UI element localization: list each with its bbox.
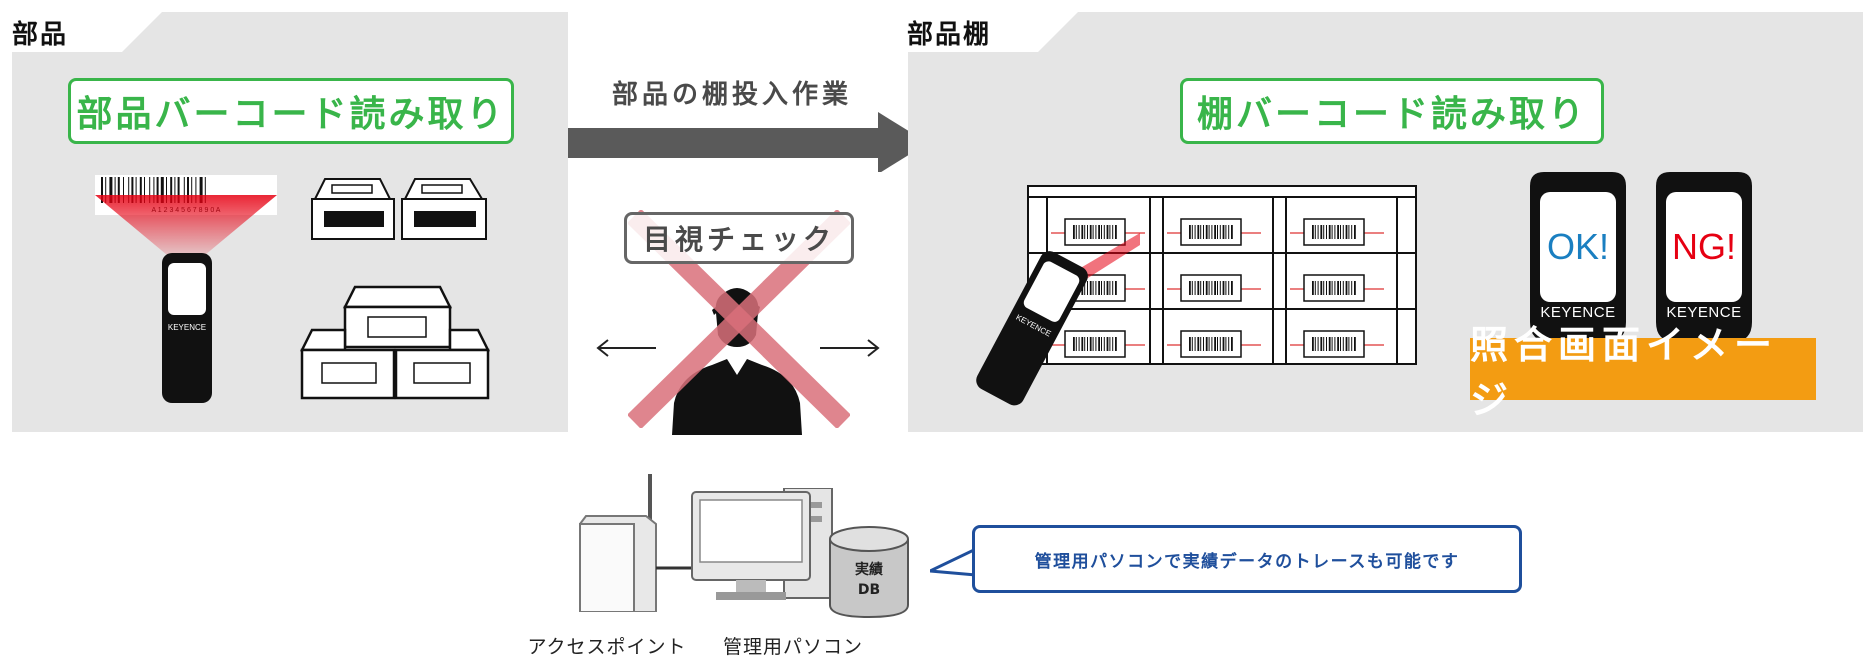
- shelf-barcode-read-label: 棚バーコード読み取り: [1180, 78, 1604, 144]
- ok-device-brand: KEYENCE: [1540, 304, 1616, 321]
- left-panel-title: 部品: [12, 20, 69, 50]
- shelf-icon: [1027, 185, 1417, 365]
- pc-monitor-icon: [691, 488, 833, 600]
- shelf-label: [1167, 330, 1261, 358]
- ng-screen-text: NG!: [1671, 226, 1736, 267]
- ng-device-brand: KEYENCE: [1666, 304, 1742, 321]
- access-point-caption: アクセスポイント: [527, 636, 687, 657]
- pc-caption: 管理用パソコン: [722, 636, 863, 657]
- left-arrow-icon: [596, 339, 656, 357]
- access-point-icon: [579, 474, 657, 612]
- db-label-line1: 実績: [855, 562, 883, 578]
- arrow-caption: 部品の棚投入作業: [612, 80, 853, 110]
- ok-device-icon: [1530, 172, 1626, 342]
- shelf-label: [1290, 218, 1384, 246]
- part-barcode-read-label: 部品バーコード読み取り: [68, 78, 514, 144]
- handheld-scanner-icon: KEYENCE: [162, 253, 212, 403]
- ng-device-icon: [1656, 172, 1752, 342]
- visual-check-label: 目視チェック: [624, 212, 854, 264]
- shelf-label: [1290, 274, 1384, 302]
- check-image-label: 照合画面イメージ: [1470, 323, 1816, 422]
- shelf-label: [1167, 274, 1261, 302]
- bubble-tail: [930, 547, 976, 577]
- db-label-line2: DB: [857, 582, 881, 598]
- db-label: 実績 DB: [828, 560, 910, 600]
- scan-beam: [95, 195, 277, 255]
- left-scanner-brand: KEYENCE: [168, 323, 206, 332]
- database-icon: [829, 526, 909, 619]
- process-arrow: [568, 112, 928, 172]
- box-icon: [311, 178, 487, 240]
- stacked-boxes-icon: [300, 285, 490, 400]
- shelf-label: [1290, 330, 1384, 358]
- handheld-scanner-icon: KEYENCE: [976, 251, 1088, 406]
- ok-screen-text: OK!: [1546, 226, 1609, 267]
- shelf-label: [1051, 218, 1145, 246]
- right-arrow-icon: [820, 339, 880, 357]
- trace-info-bubble: 管理用パソコンで実績データのトレースも可能です: [972, 525, 1522, 593]
- shelf-label: [1167, 218, 1261, 246]
- right-panel-title: 部品棚: [907, 20, 992, 50]
- shelf-label: [1051, 330, 1145, 358]
